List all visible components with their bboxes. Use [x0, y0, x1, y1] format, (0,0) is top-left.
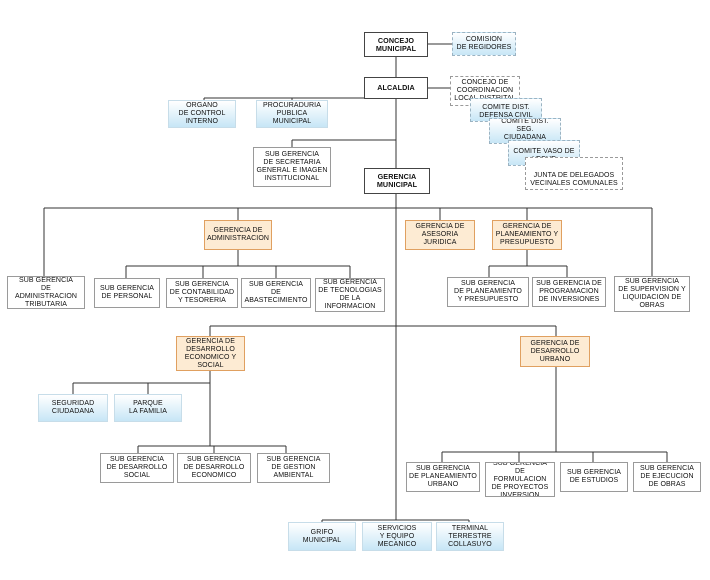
node-label: SUB GERENCIA DE FORMULACION DE PROYECTOS…: [491, 462, 549, 497]
node-label: SUB GERENCIA DE PROGRAMACION DE INVERSIO…: [536, 280, 602, 303]
node-procuraduria: PROCURADURIA PUBLICA MUNICIPAL: [256, 100, 328, 128]
node-label: SUB GERENCIA DE ESTUDIOS: [566, 469, 622, 484]
node-gerencia-planeamiento: GERENCIA DE PLANEAMIENTO Y PRESUPUESTO: [492, 220, 562, 250]
node-gerencia-desarrollo-economico-social: GERENCIA DE DESARROLLO ECONOMICO Y SOCIA…: [176, 336, 245, 371]
node-comision-regidores: COMISION DE REGIDORES: [452, 32, 516, 56]
node-label: CONCEJO MUNICIPAL: [375, 35, 417, 53]
node-gerencia-municipal: GERENCIA MUNICIPAL: [364, 168, 430, 194]
node-gerencia-desarrollo-urbano: GERENCIA DE DESARROLLO URBANO: [520, 336, 590, 367]
node-label: GERENCIA DE DESARROLLO ECONOMICO Y SOCIA…: [184, 337, 237, 369]
node-label: SUB GERENCIA DE PERSONAL: [99, 285, 155, 300]
node-label: GERENCIA MUNICIPAL: [376, 172, 418, 189]
node-label: SUB GERENCIA DE ADMINISTRACION TRIBUTARI…: [14, 276, 78, 308]
node-label: COMISION DE REGIDORES: [456, 36, 512, 51]
node-sg-contabilidad-tesoreria: SUB GERENCIA DE CONTABILIDAD Y TESORERIA: [166, 278, 238, 308]
node-servicios-equipo-mecanico: SERVICIOS Y EQUIPO MECANICO: [362, 522, 432, 551]
node-label: ALCALDIA: [377, 83, 415, 92]
node-sg-desarrollo-economico: SUB GERENCIA DE DESARROLLO ECONOMICO: [177, 453, 251, 483]
node-sg-ejecucion-obras: SUB GERENCIA DE EJECUCION DE OBRAS: [633, 462, 701, 492]
node-terminal-terrestre: TERMINAL TERRESTRE COLLASUYO: [436, 522, 504, 551]
node-sg-administracion-tributaria: SUB GERENCIA DE ADMINISTRACION TRIBUTARI…: [7, 276, 85, 309]
node-label: SUB GERENCIA DE TECNOLOGIAS DE LA INFORM…: [318, 279, 382, 310]
node-label: SUB GERENCIA DE SECRETARIA GENERAL E IMA…: [256, 151, 328, 182]
node-label: SEGURIDAD CIUDADANA: [51, 400, 95, 415]
node-sg-programacion-inversiones: SUB GERENCIA DE PROGRAMACION DE INVERSIO…: [532, 277, 606, 307]
node-sg-personal: SUB GERENCIA DE PERSONAL: [94, 278, 160, 308]
node-label: SUB GERENCIA DE SUPERVISION Y LIQUIDACIO…: [618, 278, 686, 309]
node-sg-abastecimiento: SUB GERENCIA DE ABASTECIMIENTO: [241, 278, 311, 308]
node-label: SERVICIOS Y EQUIPO MECANICO: [377, 524, 417, 548]
node-label: TERMINAL TERRESTRE COLLASUYO: [448, 524, 492, 548]
node-label: GERENCIA DE ASESORIA JURIDICA: [415, 223, 465, 246]
node-gerencia-administracion: GERENCIA DE ADMINISTRACION: [204, 220, 272, 250]
node-label: GERENCIA DE PLANEAMIENTO Y PRESUPUESTO: [495, 223, 559, 246]
node-label: SUB GERENCIA DE PLANEAMIENTO URBANO: [409, 465, 477, 488]
node-concejo-municipal: CONCEJO MUNICIPAL: [364, 32, 428, 57]
node-sg-planeamiento-urbano: SUB GERENCIA DE PLANEAMIENTO URBANO: [406, 462, 480, 492]
node-label: COMITE DIST. DEFENSA CIVIL: [479, 104, 533, 119]
node-label: ORGANO DE CONTROL INTERNO: [178, 102, 226, 125]
node-label: SUB GERENCIA DE CONTABILIDAD Y TESORERIA: [169, 281, 235, 304]
node-label: GERENCIA DE DESARROLLO URBANO: [530, 339, 580, 363]
node-label: SUB GERENCIA DE DESARROLLO SOCIAL: [106, 456, 168, 479]
node-alcaldia: ALCALDIA: [364, 77, 428, 99]
node-comite-seguridad-ciudadana: COMITE DIST. SEG. CIUDADANA: [489, 118, 561, 144]
node-label: JUNTA DE DELEGADOS VECINALES COMUNALES: [530, 172, 618, 187]
node-label: GERENCIA DE ADMINISTRACION: [206, 227, 270, 242]
node-sg-supervision-obras: SUB GERENCIA DE SUPERVISION Y LIQUIDACIO…: [614, 276, 690, 312]
node-label: GRIFO MUNICIPAL: [302, 528, 342, 544]
node-label: SUB GERENCIA DE DESARROLLO ECONOMICO: [183, 456, 245, 479]
node-grifo-municipal: GRIFO MUNICIPAL: [288, 522, 356, 551]
node-sg-formulacion-proyectos: SUB GERENCIA DE FORMULACION DE PROYECTOS…: [485, 462, 555, 497]
node-label: SUB GERENCIA DE ABASTECIMIENTO: [244, 281, 308, 304]
node-label: SUB GERENCIA DE PLANEAMIENTO Y PRESUPUES…: [454, 280, 522, 303]
node-junta-delegados: JUNTA DE DELEGADOS VECINALES COMUNALES: [525, 157, 623, 190]
node-label: PROCURADURIA PUBLICA MUNICIPAL: [263, 102, 321, 125]
node-label: SUB GERENCIA DE EJECUCION DE OBRAS: [639, 465, 695, 488]
node-label: PARQUE LA FAMILIA: [129, 400, 167, 415]
node-gerencia-asesoria-juridica: GERENCIA DE ASESORIA JURIDICA: [405, 220, 475, 250]
node-organo-control-interno: ORGANO DE CONTROL INTERNO: [168, 100, 236, 128]
node-label: SUB GERENCIA DE GESTION AMBIENTAL: [266, 456, 321, 479]
node-sg-estudios: SUB GERENCIA DE ESTUDIOS: [560, 462, 628, 492]
node-sg-desarrollo-social: SUB GERENCIA DE DESARROLLO SOCIAL: [100, 453, 174, 483]
node-seguridad-ciudadana: SEGURIDAD CIUDADANA: [38, 394, 108, 422]
node-sg-planeamiento-presupuesto: SUB GERENCIA DE PLANEAMIENTO Y PRESUPUES…: [447, 277, 529, 307]
node-sg-gestion-ambiental: SUB GERENCIA DE GESTION AMBIENTAL: [257, 453, 330, 483]
node-sg-secretaria-general: SUB GERENCIA DE SECRETARIA GENERAL E IMA…: [253, 147, 331, 187]
node-parque-la-familia: PARQUE LA FAMILIA: [114, 394, 182, 422]
node-label: COMITE DIST. SEG. CIUDADANA: [501, 118, 549, 141]
node-sg-tecnologias-informacion: SUB GERENCIA DE TECNOLOGIAS DE LA INFORM…: [315, 278, 385, 312]
